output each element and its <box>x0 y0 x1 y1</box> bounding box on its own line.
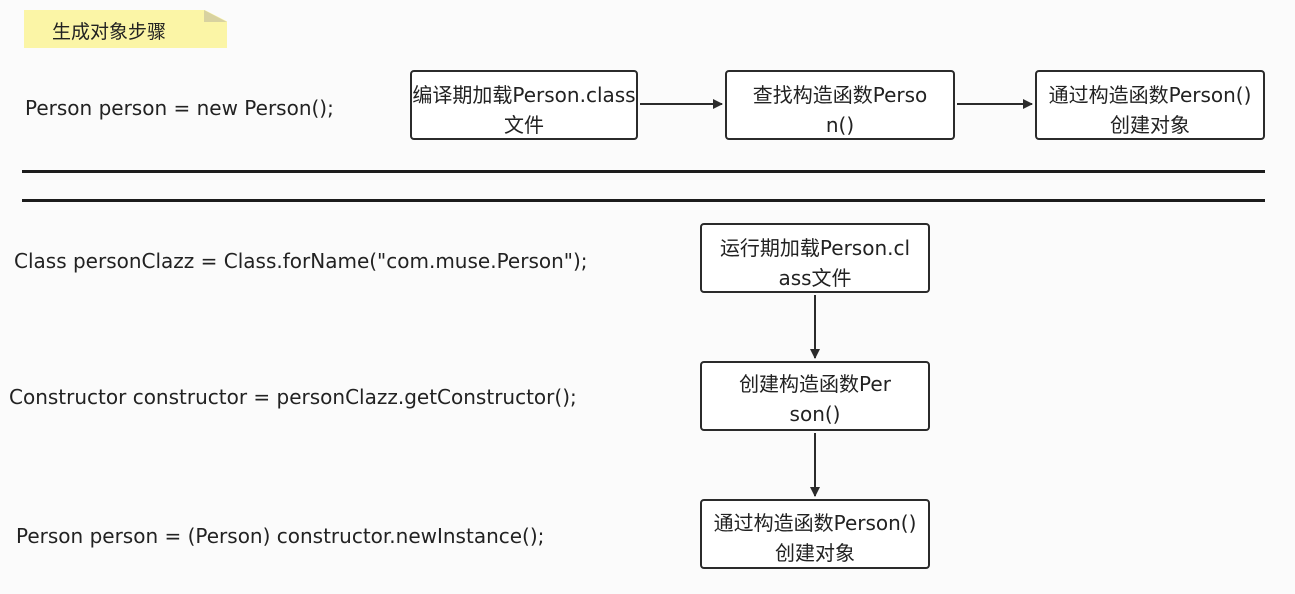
step-box-create-object <box>1035 70 1265 140</box>
step-label-compile-load: 编译期加载Person.class文件 <box>412 83 636 137</box>
step-box-new-instance <box>700 499 930 569</box>
step-box-runtime-load <box>700 223 930 293</box>
step-box-compile-load <box>410 70 638 140</box>
title-note <box>24 10 227 48</box>
step-label-runtime-load: 运行期加载Person.class文件 <box>719 236 911 290</box>
step-label-create-constructor: 创建构造函数Person() <box>739 372 891 426</box>
divider-top <box>22 170 1265 173</box>
code-line-get-constructor: Constructor constructor = personClazz.ge… <box>9 385 577 409</box>
step-label-find-constructor: 查找构造函数Person() <box>752 83 928 137</box>
code-line-for-name: Class personClazz = Class.forName("com.m… <box>14 249 588 273</box>
step-box-find-constructor <box>725 70 955 140</box>
step-box-create-constructor <box>700 361 930 431</box>
step-label-create-object: 通过构造函数Person()创建对象 <box>1048 83 1252 137</box>
title-note-text: 生成对象步骤 <box>52 21 167 43</box>
divider-bottom <box>22 199 1265 202</box>
code-line-new-instance: Person person = (Person) constructor.new… <box>16 524 545 548</box>
code-line-new-person: Person person = new Person(); <box>25 96 334 120</box>
step-label-new-instance: 通过构造函数Person()创建对象 <box>713 511 917 565</box>
